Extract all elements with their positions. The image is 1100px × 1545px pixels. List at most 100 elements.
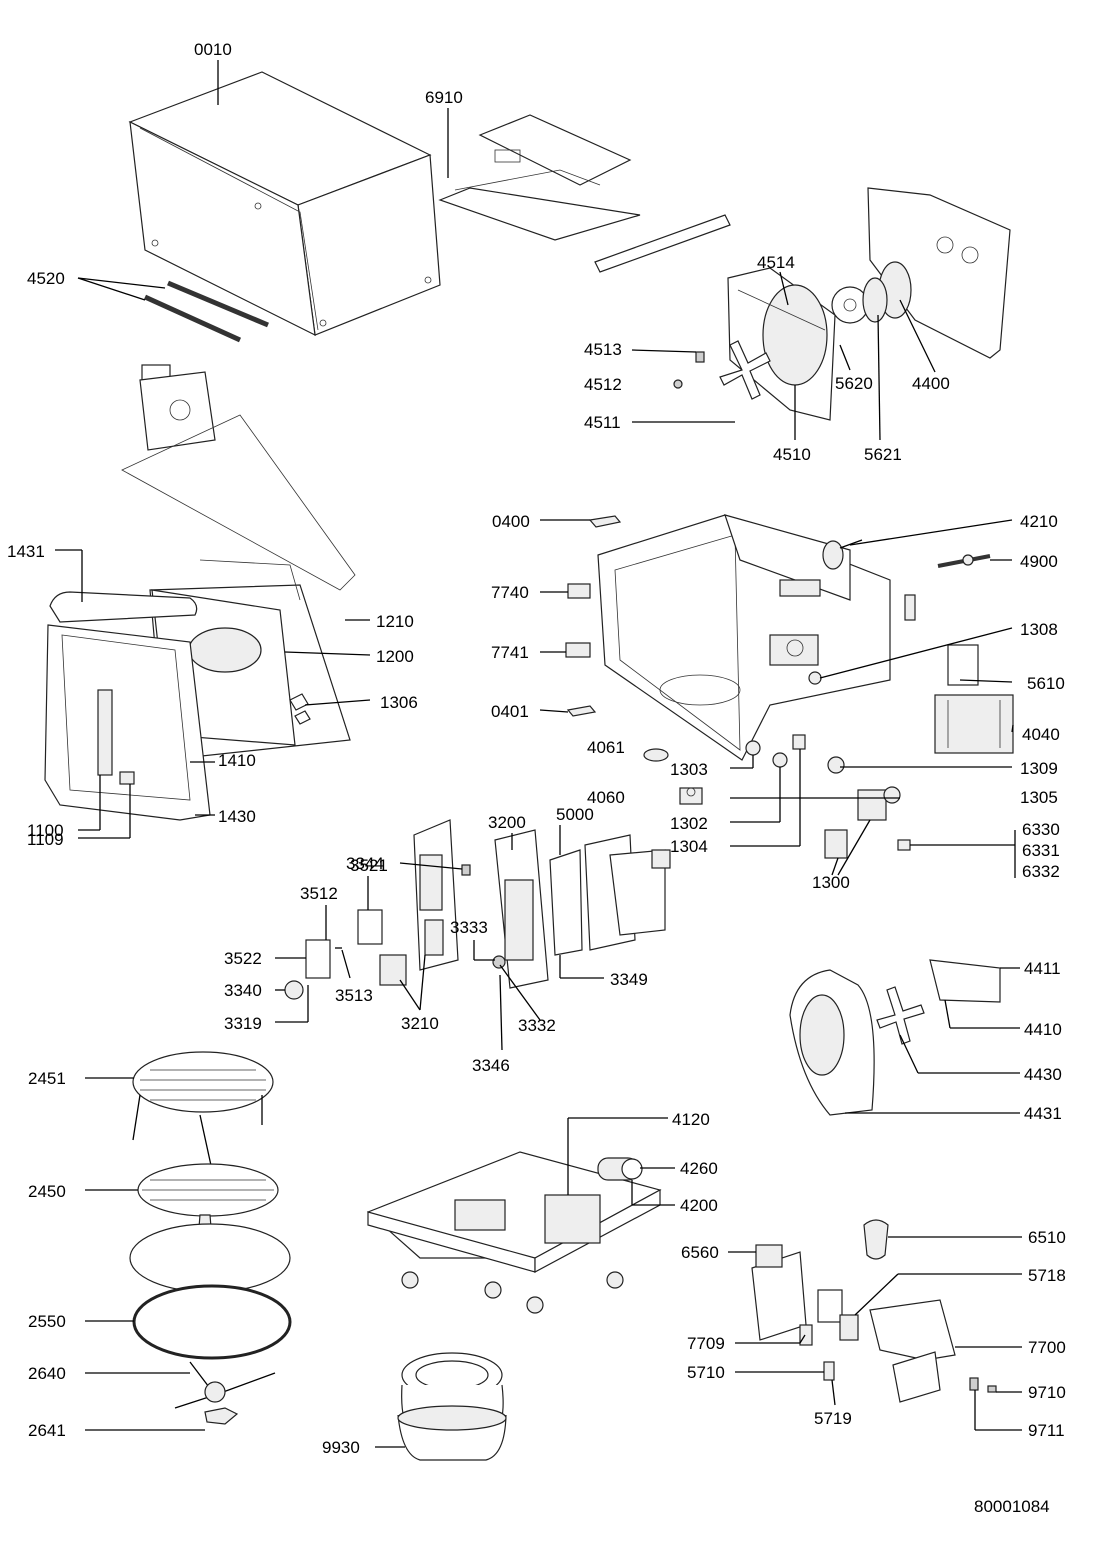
- label-2550: 2550: [28, 1312, 66, 1331]
- part-1303-switch: [745, 740, 761, 756]
- part-1430-door-front: [44, 624, 211, 821]
- label-3521: 3521: [350, 856, 388, 875]
- label-3513: 3513: [335, 986, 373, 1005]
- leader-lines: [55, 60, 1022, 1448]
- label-1304: 1304: [670, 837, 708, 856]
- part-4512-nut: [673, 379, 683, 389]
- label-4060: 4060: [587, 788, 625, 807]
- label-4514: 4514: [757, 253, 795, 272]
- label-0401: 0401: [491, 702, 529, 721]
- label-4510: 4510: [773, 445, 811, 464]
- part-4061-coupler: [643, 748, 669, 762]
- label-4061: 4061: [587, 738, 625, 757]
- label-6330: 6330: [1022, 820, 1060, 839]
- part-7700-blower: [869, 1299, 956, 1403]
- label-6332: 6332: [1022, 862, 1060, 881]
- part-1302-switch: [772, 752, 788, 768]
- label-4430: 4430: [1024, 1065, 1062, 1084]
- label-5710: 5710: [687, 1363, 725, 1382]
- label-2451: 2451: [28, 1069, 66, 1088]
- part-4520-heater-rods: [143, 280, 269, 343]
- label-9930: 9930: [322, 1438, 360, 1457]
- label-1303: 1303: [670, 760, 708, 779]
- label-3349: 3349: [610, 970, 648, 989]
- part-4510-convection-panel: [727, 267, 836, 421]
- part-1300-switch: [824, 829, 848, 859]
- label-1410: 1410: [218, 751, 256, 770]
- part-4400-back-housing: [867, 187, 1011, 359]
- part-7740-mica: [567, 583, 591, 599]
- part-9711-screw: [969, 1377, 979, 1391]
- part-1300-switch-holder: [857, 789, 887, 821]
- label-6910: 6910: [425, 88, 463, 107]
- label-1302: 1302: [670, 814, 708, 833]
- part-7709-switch: [799, 1324, 813, 1346]
- part-4200-capacitor: [597, 1157, 643, 1181]
- label-0400: 0400: [492, 512, 530, 531]
- part-5718-bracket: [817, 1289, 859, 1341]
- label-3210: 3210: [401, 1014, 439, 1033]
- label-4200: 4200: [680, 1196, 718, 1215]
- label-5718: 5718: [1028, 1266, 1066, 1285]
- part-4900-shaft: [937, 554, 991, 568]
- label-5000: 5000: [556, 805, 594, 824]
- part-2641-coupler: [204, 1407, 239, 1425]
- label-1431: 1431: [7, 542, 45, 561]
- label-0010: 0010: [194, 40, 232, 59]
- part-1304-switch: [792, 734, 806, 750]
- label-3340: 3340: [224, 981, 262, 1000]
- part-3340-knob: [284, 980, 304, 1000]
- label-9711: 9711: [1028, 1421, 1065, 1440]
- part-4120-base-plate: [366, 1151, 662, 1314]
- label-3332: 3332: [518, 1016, 556, 1035]
- part-3522-bracket: [305, 939, 331, 979]
- label-4410: 4410: [1024, 1020, 1062, 1039]
- part-3521-bracket: [357, 909, 383, 945]
- part-0010-cabinet: [128, 71, 441, 337]
- label-2640: 2640: [28, 1364, 66, 1383]
- part-7741-mica: [565, 642, 591, 658]
- label-2641: 2641: [28, 1421, 66, 1440]
- label-1109: 1109: [27, 830, 64, 849]
- label-6510: 6510: [1028, 1228, 1066, 1247]
- part-6910-top-cover: [438, 114, 731, 273]
- part-3346-encoder: [492, 955, 506, 969]
- label-4411: 4411: [1024, 959, 1061, 978]
- part-6510-lamp: [863, 1219, 889, 1260]
- part-3200-control-panel: [413, 819, 459, 971]
- label-3319: 3319: [224, 1014, 262, 1033]
- part-3210-keypad: [379, 954, 407, 986]
- label-5610: 5610: [1027, 674, 1065, 693]
- part-1305-fuse: [883, 786, 901, 804]
- part-2451-high-rack: [132, 1051, 274, 1171]
- part-turntable-glass: [129, 1223, 291, 1293]
- label-4431: 4431: [1024, 1104, 1062, 1123]
- label-7709: 7709: [687, 1334, 725, 1353]
- part-5000-pcb: [549, 834, 671, 956]
- part-3344-spring: [461, 864, 471, 876]
- label-4512: 4512: [584, 375, 622, 394]
- part-0400-clip: [588, 515, 622, 528]
- part-4513-clip: [695, 351, 705, 363]
- part-labels: 0010 6910 4520 4514 4513 4512 4511 4510 …: [7, 40, 1066, 1516]
- label-2450: 2450: [28, 1182, 66, 1201]
- label-7700: 7700: [1028, 1338, 1066, 1357]
- part-1306-latch: [289, 693, 311, 725]
- part-5621-fan: [831, 277, 888, 324]
- part-9930-crisp-dish: [397, 1352, 507, 1461]
- part-0401-clip: [566, 705, 597, 717]
- part-2550-ring: [132, 1284, 292, 1360]
- label-6560: 6560: [681, 1243, 719, 1262]
- label-4260: 4260: [680, 1159, 718, 1178]
- label-4511: 4511: [584, 413, 621, 432]
- part-1309-thermostat: [827, 756, 845, 774]
- part-4210-cavity-chassis: [597, 514, 916, 761]
- label-1306: 1306: [380, 693, 418, 712]
- part-2640-roller-support: [174, 1361, 276, 1409]
- label-1430: 1430: [218, 807, 256, 826]
- part-4210-motor: [822, 539, 863, 570]
- label-4900: 4900: [1020, 552, 1058, 571]
- label-4520: 4520: [27, 269, 65, 288]
